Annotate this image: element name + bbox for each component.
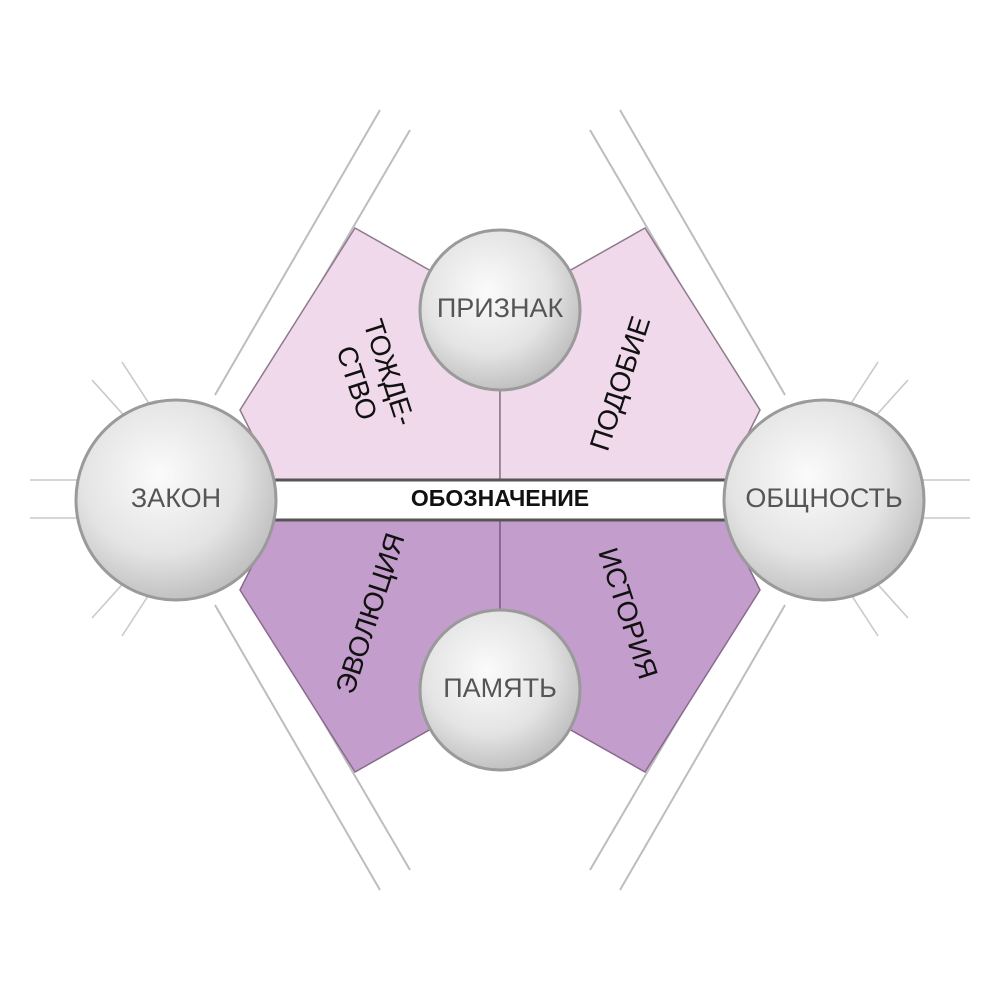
node-right-label: ОБЩНОСТЬ [745, 483, 902, 513]
center-band: ОБОЗНАЧЕНИЕ [260, 478, 740, 522]
node-left: ЗАКОН [74, 398, 278, 602]
node-top-sphere [418, 228, 582, 392]
rail-bottom-left-outer [214, 604, 381, 891]
node-bottom-label: ПАМЯТЬ [443, 673, 557, 703]
rail-top-right-outer [619, 109, 786, 396]
node-bottom-sphere [418, 608, 582, 772]
node-left-sphere [74, 398, 278, 602]
rail-bottom-right-outer [619, 604, 786, 891]
node-top: ПРИЗНАК [418, 228, 582, 392]
center-band-label: ОБОЗНАЧЕНИЕ [411, 485, 589, 511]
node-right-sphere [722, 398, 926, 602]
node-top-label: ПРИЗНАК [437, 293, 564, 323]
node-right: ОБЩНОСТЬ [722, 398, 926, 602]
node-bottom: ПАМЯТЬ [418, 608, 582, 772]
node-left-label: ЗАКОН [131, 483, 221, 513]
rail-top-left-outer [214, 109, 381, 396]
